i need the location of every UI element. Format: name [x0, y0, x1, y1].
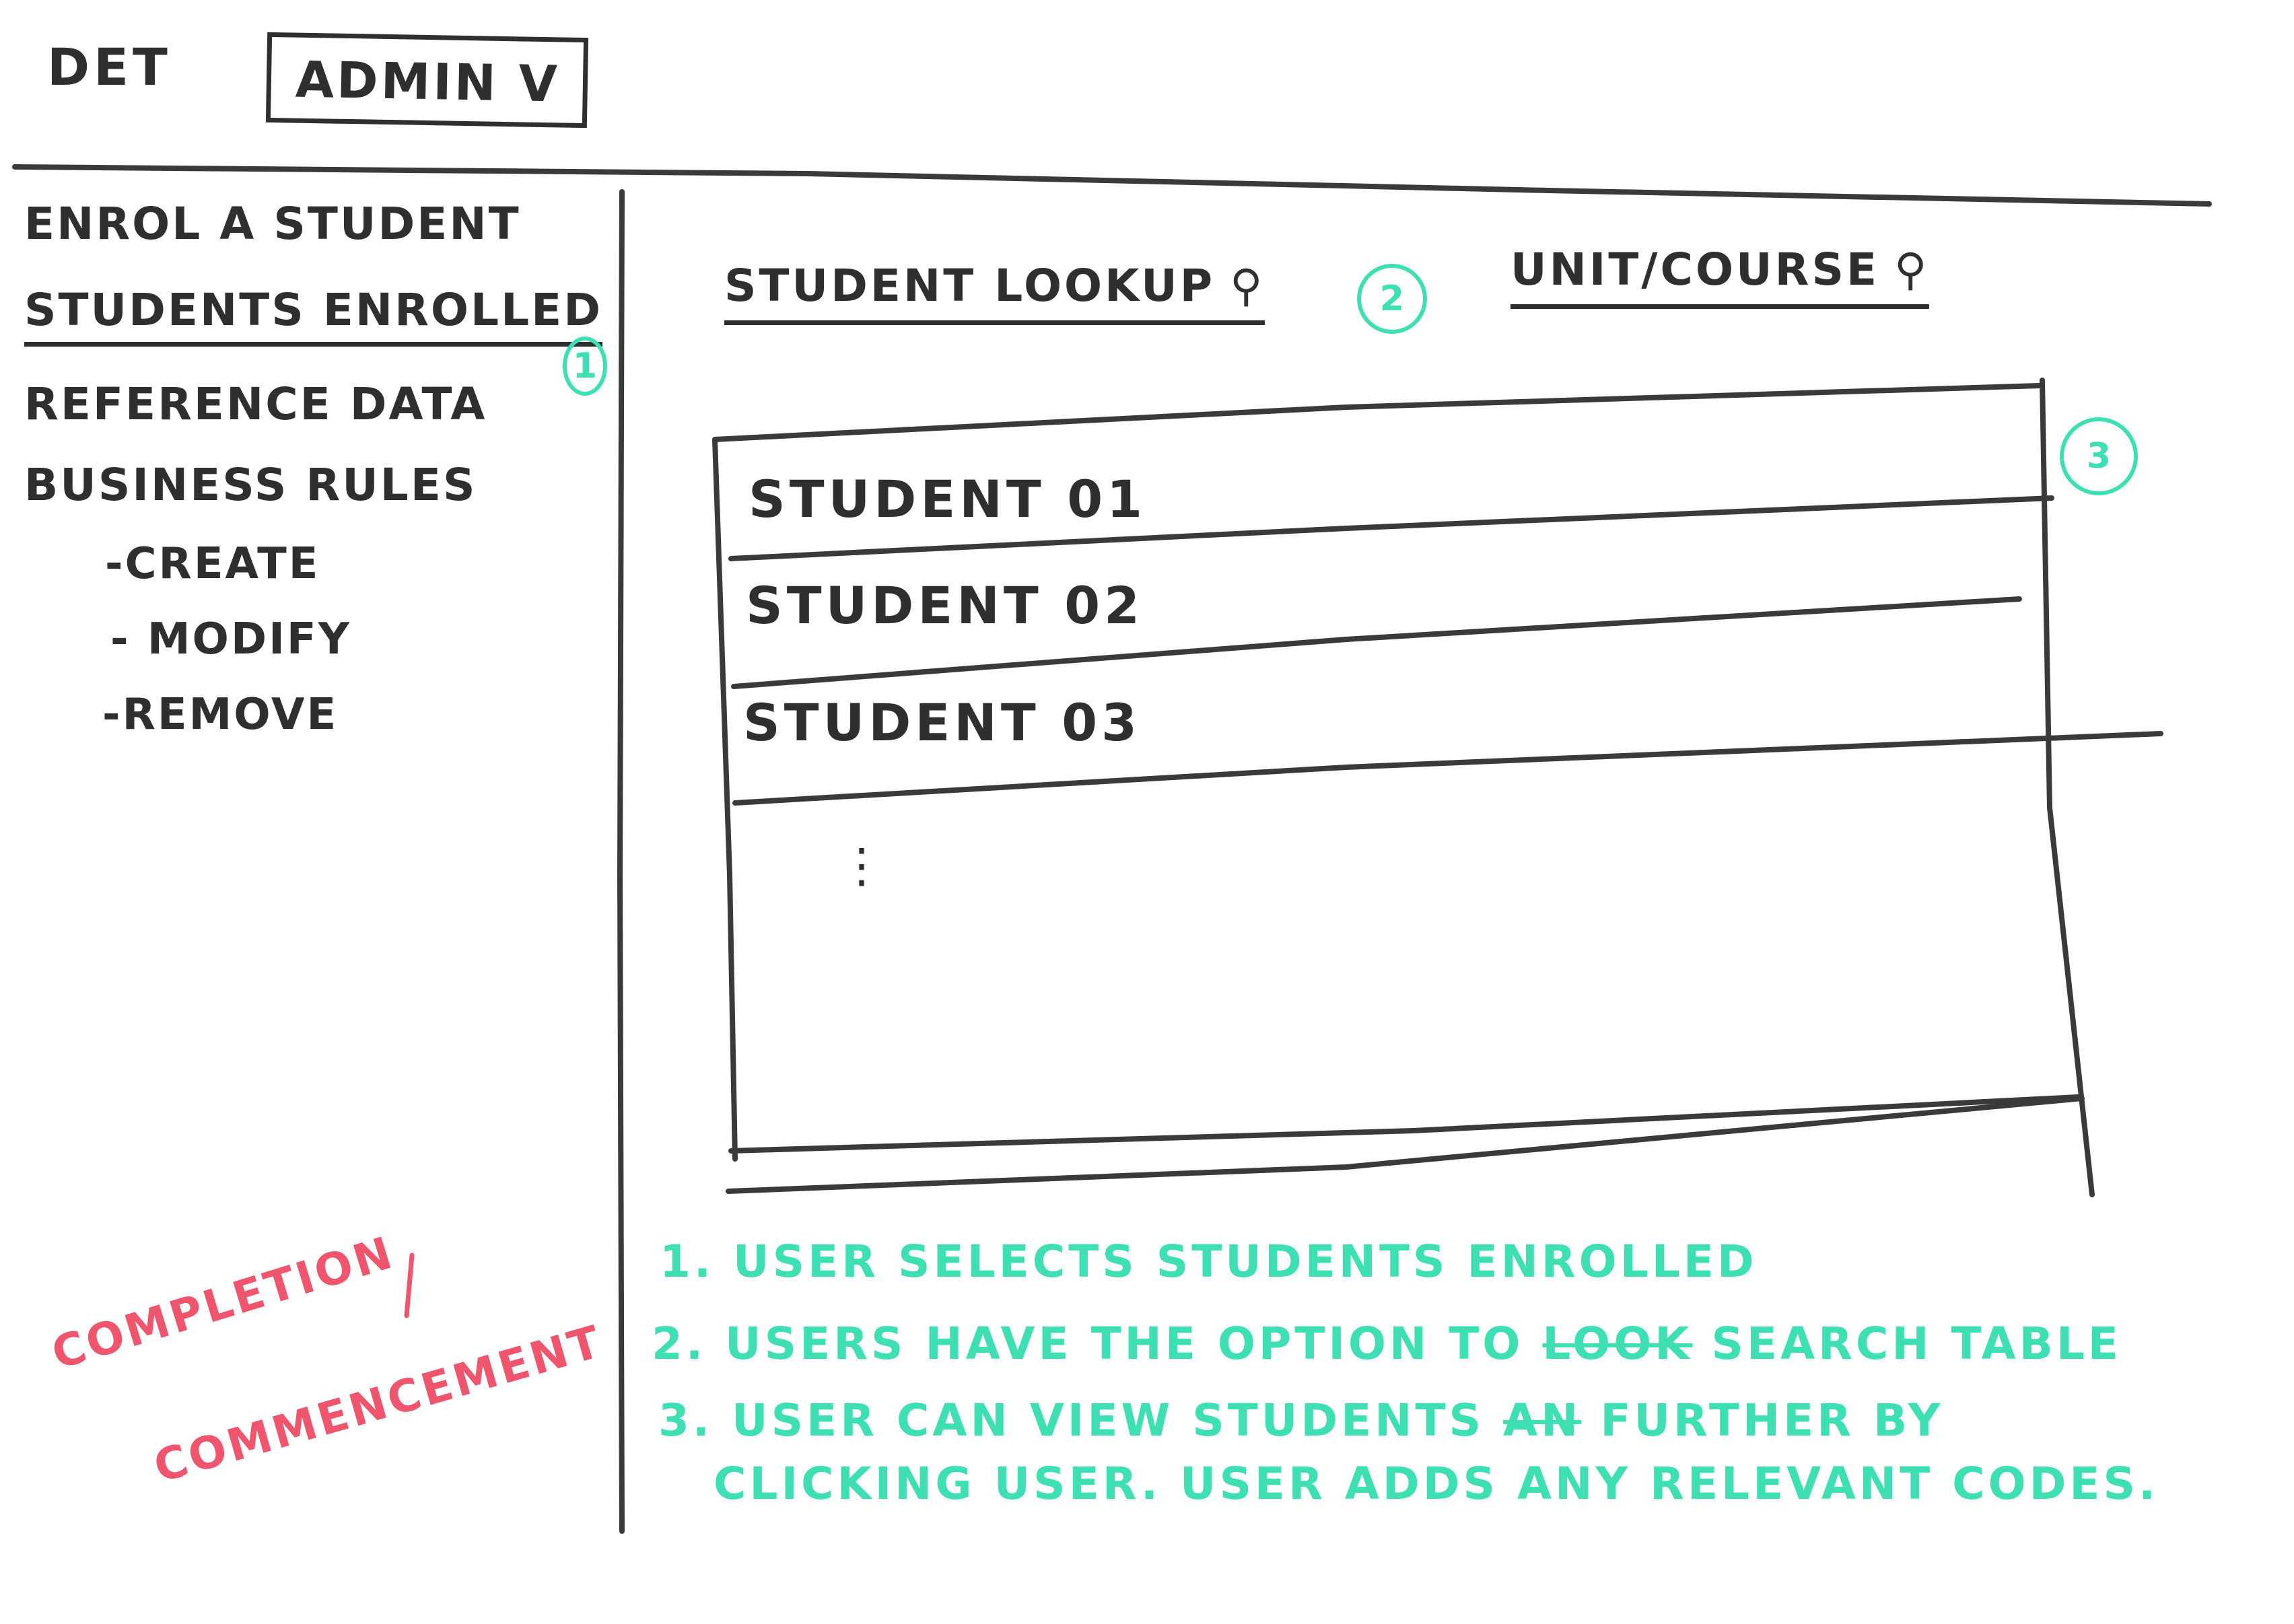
annotation-badge-2: 2 [1357, 264, 1427, 334]
row-separator-3 [732, 731, 2163, 806]
annotation-badge-1: 1 [563, 337, 607, 396]
note-3-number: 3. [658, 1394, 713, 1446]
row-separator-2 [731, 596, 2022, 689]
sidebar-subitem-remove[interactable]: -REMOVE [102, 690, 339, 740]
sidebar-subitem-create[interactable]: -CREATE [105, 539, 320, 589]
search-icon[interactable]: ⚲ [1894, 244, 1930, 295]
note-2-struck: LOOK [1542, 1318, 1693, 1370]
student-lookup-field[interactable]: STUDENT LOOKUP⚲ [724, 264, 1265, 325]
unit-course-field[interactable]: UNIT/COURSE⚲ [1510, 248, 1930, 309]
table-row-student-01[interactable]: STUDENT 01 [749, 469, 1146, 529]
table-lower-line [728, 1094, 2081, 1154]
note-1-number: 1. [660, 1236, 714, 1287]
annotation-note-3: 3. USER CAN VIEW STUDENTS AN FURTHER BY [658, 1399, 1944, 1443]
annotation-note-1: 1. USER SELECTS STUDENTS ENROLLED [660, 1240, 1758, 1284]
note-3-after: FURTHER BY [1600, 1394, 1944, 1446]
sidebar-divider [617, 189, 625, 1534]
header-divider [12, 164, 2212, 207]
sidebar-item-enrol-a-student[interactable]: ENROL A STUDENT [24, 198, 521, 250]
search-icon[interactable]: ⚲ [1230, 260, 1265, 312]
note-2-number: 2. [652, 1318, 706, 1370]
note-2-before: USERS HAVE THE OPTION TO [724, 1318, 1524, 1370]
annotation-note-3-continued: CLICKING USER. USER ADDS ANY RELEVANT CO… [714, 1458, 2159, 1510]
annotation-badge-3: 3 [2060, 417, 2138, 495]
more-rows-indicator: ⋮ [838, 838, 885, 893]
note-1-text: USER SELECTS STUDENTS ENROLLED [732, 1236, 1758, 1287]
annotation-note-2: 2. USERS HAVE THE OPTION TO LOOK SEARCH … [652, 1322, 2122, 1366]
unit-course-label: UNIT/COURSE [1510, 244, 1880, 295]
table-top-line [712, 383, 2042, 442]
table-row-student-03[interactable]: STUDENT 03 [743, 693, 1141, 752]
table-left-edge [712, 437, 738, 1162]
app-brand: DET [47, 37, 172, 97]
table-bottom-line [726, 1096, 2085, 1194]
sidebar-subitem-modify[interactable]: - MODIFY [110, 614, 351, 664]
sidebar-item-students-enrolled[interactable]: STUDENTS ENROLLED [24, 288, 603, 347]
student-lookup-label: STUDENT LOOKUP [724, 260, 1216, 312]
sidebar-item-business-rules[interactable]: BUSINESS RULES [24, 459, 477, 511]
note-3-before: USER CAN VIEW STUDENTS [731, 1394, 1485, 1446]
table-right-edge [2040, 378, 2095, 1197]
note-3-struck: AN [1503, 1394, 1582, 1446]
row-separator-1 [728, 495, 2054, 561]
table-row-student-02[interactable]: STUDENT 02 [746, 575, 1144, 635]
sidebar-item-reference-data[interactable]: REFERENCE DATA [24, 378, 487, 430]
note-2-after: SEARCH TABLE [1711, 1318, 2122, 1370]
